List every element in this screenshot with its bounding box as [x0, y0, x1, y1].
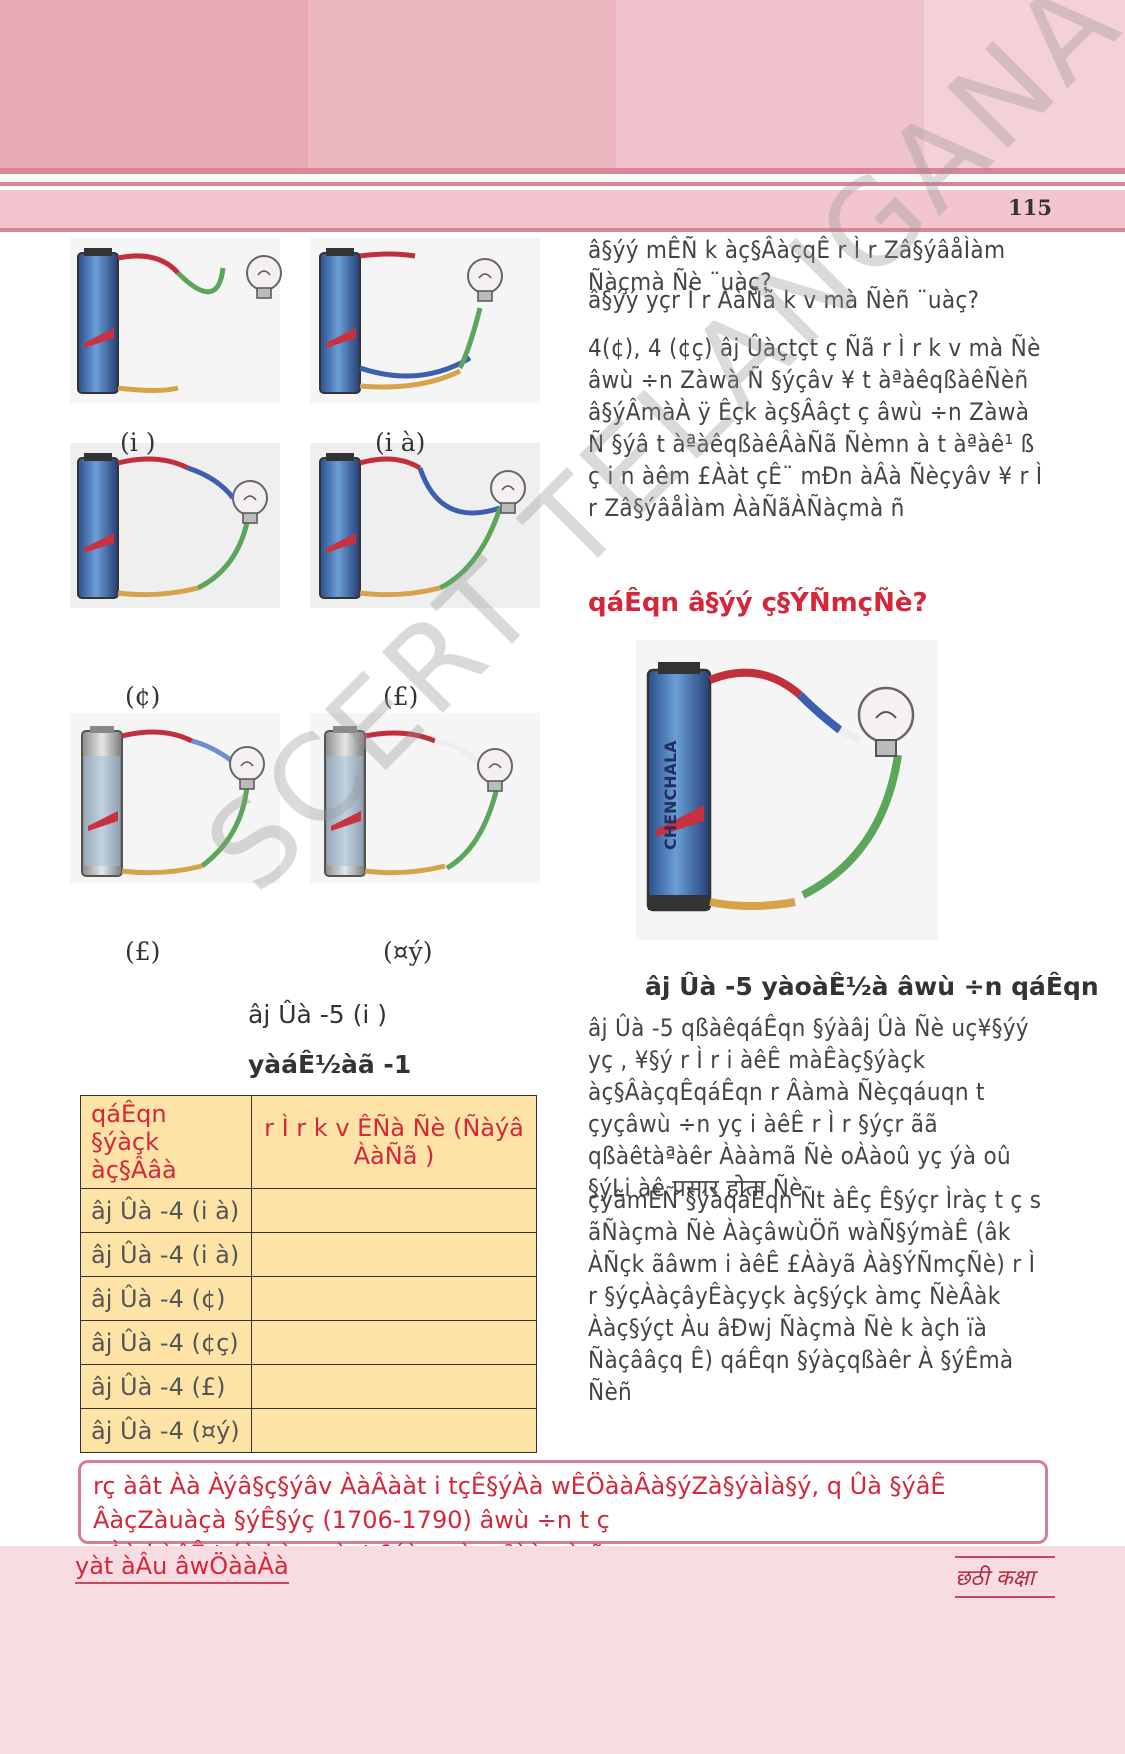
figure-label: (i )	[120, 428, 156, 457]
question-line: â§ýý mÊÑ k àç§ÂàçqÊ r Ì r Zâ§ýâåÌàm Ñàçm…	[588, 236, 1006, 296]
header-stripe	[0, 182, 1125, 186]
header-stripe	[0, 168, 1125, 174]
table-cell: âj Ûà -4 (¢ç)	[80, 1320, 252, 1365]
figure-label: (£)	[383, 682, 419, 711]
table-cell	[251, 1188, 537, 1233]
table-cell	[251, 1276, 537, 1321]
footer-band	[0, 1546, 1125, 1754]
table-row: âj Ûà -4 (¤ý)	[80, 1408, 537, 1453]
table-cell	[251, 1320, 537, 1365]
table-cell: âj Ûà -4 (¤ý)	[80, 1408, 252, 1453]
fact-line: rç àât Àà Àýâ§ç§ýâv ÀàÂààt i tçÊ§ýÀà wÊÖ…	[93, 1472, 946, 1534]
table-cell	[251, 1408, 537, 1453]
figure-iii	[77, 453, 268, 599]
figure-v	[81, 726, 265, 877]
figure-caption-right: âj Ûà -5 yàoàÊ½à âwù ÷n qáÊqn	[645, 972, 1099, 1001]
body-paragraph: 4(¢), 4 (¢ç) âj Ûàçtçt ç Ñã r Ì r k v mà…	[588, 334, 1043, 522]
figure-label: (¢)	[125, 682, 161, 711]
header-band	[0, 0, 1125, 168]
circuit-figures	[70, 238, 540, 883]
header-stripe	[0, 228, 1125, 232]
figure-label: (£)	[125, 937, 161, 966]
table-cell	[251, 1364, 537, 1409]
table-row: âj Ûà -4 (¢)	[80, 1276, 537, 1321]
table-row: âj Ûà -4 (i à)	[80, 1232, 537, 1277]
circuit-diagram: CHENCHALA	[636, 640, 938, 940]
body-paragraph: âj Ûà -5 qßàêqáÊqn §ýàâj Ûà Ñè uç¥§ýý yç…	[588, 1014, 1029, 1202]
table-cell: âj Ûà -4 (£)	[80, 1364, 252, 1409]
figure-i	[77, 248, 282, 394]
figure-iv	[319, 453, 526, 599]
table-cell	[251, 1232, 537, 1277]
table-title: yàáÊ½àã -1	[248, 1050, 412, 1079]
section-heading: qáÊqn â§ýý ç§ÝÑmçÑè?	[588, 588, 928, 618]
table-row: âj Ûà -4 (£)	[80, 1364, 537, 1409]
figure-caption: âj Ûà -5 (i )	[248, 1000, 388, 1029]
figure-ii	[319, 248, 503, 394]
table-header-cell: r Ì r k v ÊÑà Ñè (Ñàýâ ÀàÑã )	[251, 1095, 537, 1189]
figure-label: (¤ý)	[383, 937, 433, 966]
figure-label: (i à)	[375, 428, 426, 457]
question-line: â§ýý yçr Ì r ÀàÑã k v mà Ñèñ ¨uàç?	[588, 286, 980, 314]
figure-vi	[324, 726, 513, 877]
observation-table: qáÊqn §ýàçk àç§Ââà r Ì r k v ÊÑà Ñè (Ñàý…	[80, 1095, 537, 1453]
page-number: 115	[1008, 195, 1052, 220]
footer-subject: yàt àÂu âwÖààÀà	[75, 1552, 289, 1584]
table-cell: âj Ûà -4 (i à)	[80, 1188, 252, 1233]
table-row: âj Ûà -4 (i à)	[80, 1188, 537, 1233]
table-header-cell: qáÊqn §ýàçk àç§Ââà	[80, 1095, 252, 1189]
body-paragraph: çyãmÊÑ §ýàqáÊqn Ñt àÊç Ê§ýçr Ìràç t ç s …	[588, 1186, 1042, 1406]
battery-brand: CHENCHALA	[661, 740, 680, 850]
fact-box: rç àât Àà Àýâ§ç§ýâv ÀàÂààt i tçÊ§ýÀà wÊÖ…	[78, 1460, 1048, 1568]
footer-class: छठी कक्षा	[955, 1556, 1055, 1598]
table-row: âj Ûà -4 (¢ç)	[80, 1320, 537, 1365]
page-number-band	[0, 190, 1125, 228]
table-cell: âj Ûà -4 (¢)	[80, 1276, 252, 1321]
table-cell: âj Ûà -4 (i à)	[80, 1232, 252, 1277]
